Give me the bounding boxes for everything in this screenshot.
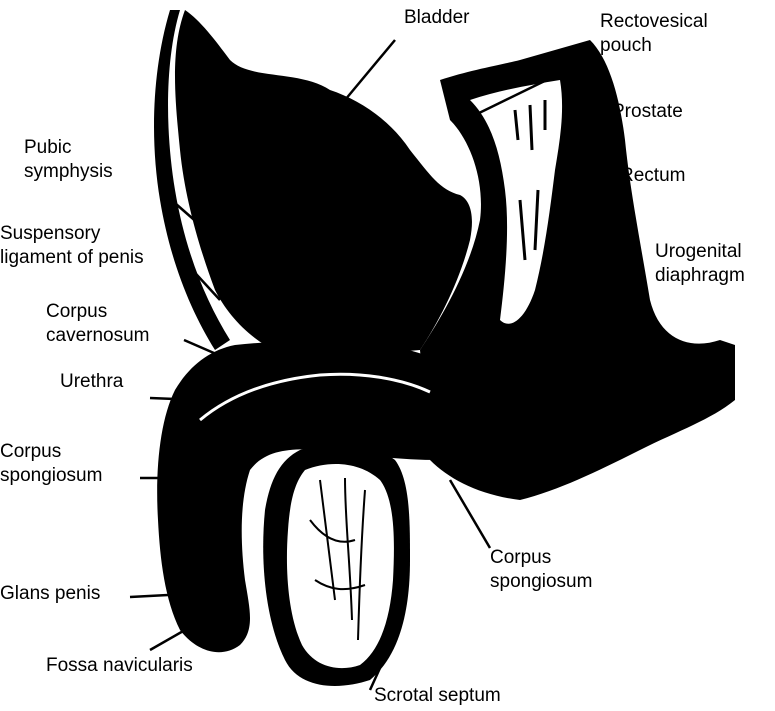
label-urethra: Urethra — [60, 370, 123, 394]
label-rectum: Rectum — [620, 164, 685, 188]
label-bladder: Bladder — [404, 6, 470, 30]
bladder-shape — [175, 10, 472, 360]
testis-highlight — [287, 464, 394, 668]
label-glans-penis: Glans penis — [0, 582, 100, 606]
label-corpus-spongiosum-left: Corpus spongiosum — [0, 440, 102, 488]
label-corpus-spongiosum-right: Corpus spongiosum — [490, 546, 592, 594]
label-corpus-cavernosum: Corpus cavernosum — [46, 300, 150, 348]
label-pubic-symphysis: Pubic symphysis — [24, 136, 113, 184]
label-scrotal-septum: Scrotal septum — [374, 684, 501, 708]
label-fossa-navicularis: Fossa navicularis — [46, 654, 193, 678]
label-suspensory-ligament: Suspensory ligament of penis — [0, 222, 144, 270]
label-urogenital-diaphragm: Urogenital diaphragm — [655, 240, 745, 288]
label-rectovesical-pouch: Rectovesical pouch — [600, 10, 708, 58]
label-prostate: Prostate — [612, 100, 683, 124]
